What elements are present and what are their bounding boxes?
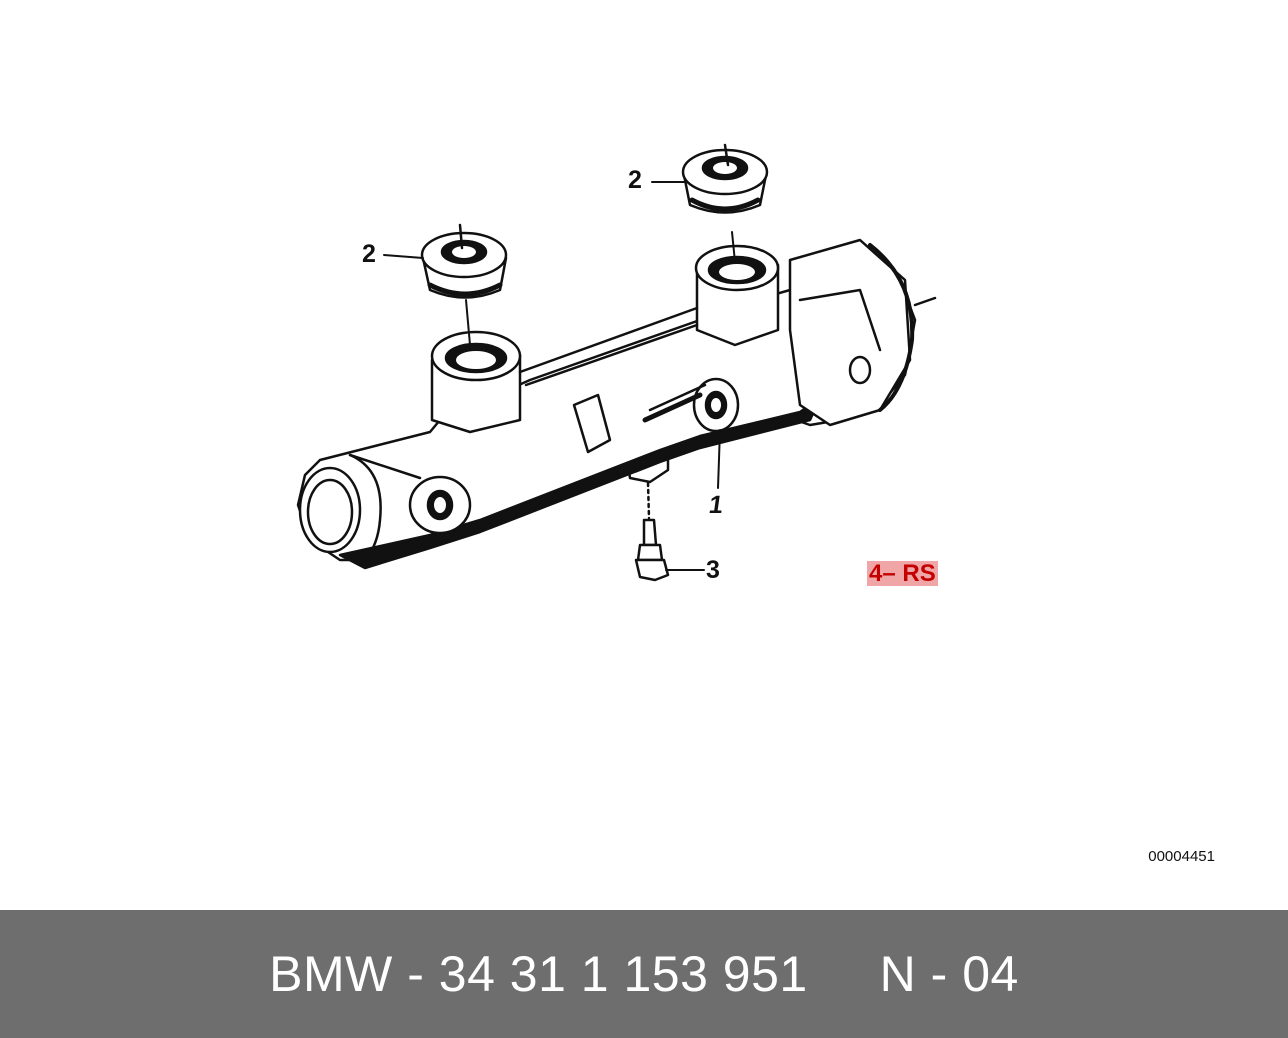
diagram-drawing xyxy=(296,143,937,582)
bleed-screw xyxy=(634,481,670,582)
callout-seal-cap-lower: 2 xyxy=(362,240,376,268)
master-cylinder-body xyxy=(296,238,937,570)
callout-seal-cap-upper: 2 xyxy=(628,166,642,194)
leader-lines xyxy=(383,181,736,571)
seal-cap-upper xyxy=(681,143,769,214)
image-number: 00004451 xyxy=(1148,848,1215,865)
part-number-footer: BMW - 34 31 1 153 951 N - 04 xyxy=(0,910,1288,1038)
callout-bleed-screw: 3 xyxy=(706,556,720,584)
parts-diagram: 2 2 1 3 4– RS 00004451 xyxy=(296,143,1215,865)
callout-note-highlight: 4– RS xyxy=(867,560,938,587)
part-number-text: BMW - 34 31 1 153 951 N - 04 xyxy=(269,946,1019,1002)
seal-cap-lower xyxy=(420,223,508,299)
